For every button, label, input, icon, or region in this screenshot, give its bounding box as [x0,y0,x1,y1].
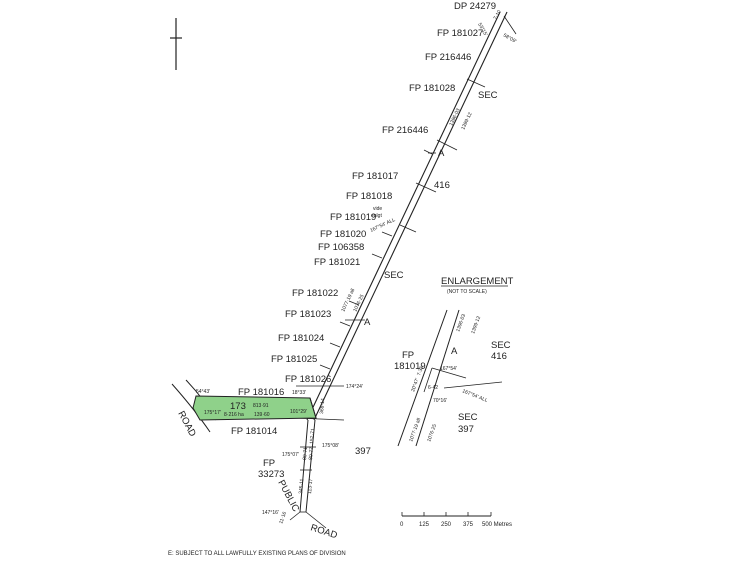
section-label-sec-mid: SEC [384,270,404,281]
bearing-101-29: 101°29' [290,409,307,415]
enlargement-sec-416-number: 416 [491,351,507,362]
bearing-58-09: 58°09' [502,33,517,45]
north-arrow [170,18,182,70]
enlargement-dim-1399-12: 1399·12 [470,315,482,335]
parcel-fp-181025: FP 181025 [271,354,317,365]
enlargement-sec-416-label: SEC [491,340,511,351]
lot-number: 173 [230,401,246,412]
parcel-fp-216446-b: FP 216446 [382,125,428,136]
parcel-fp-181028: FP 181028 [409,83,455,94]
boundary-a-upper: A [438,148,445,159]
dim-1399-12: 1399·12 [460,111,473,130]
scale-tick-250: 250 [441,522,452,528]
note-enlgt: enlgt [371,213,382,219]
road-label-west: ROAD [175,409,198,439]
lot-dim-south: 139·60 [254,412,270,418]
bearing-54-43: 54°43' [196,389,210,395]
bearing-175-17: 175°17' [204,410,221,416]
dim-113-17: 113·17 [307,478,314,494]
enlargement-dim-1076-25: 1076·25 [426,423,438,443]
lot-dim-north: 813·91 [253,403,269,409]
bearing-18-33: 18°33' [292,390,306,396]
road-label-south: ROAD [309,522,339,541]
boundary-ticks [295,78,486,471]
dim-7-10: 7·10 [493,9,503,21]
parcel-fp-181024: FP 181024 [278,333,324,344]
enlargement-bearing-20-47: 20°47' [410,377,420,392]
parcel-fp-216446-a: FP 216446 [425,52,471,63]
enlargement-dim-1396-03: 1396·03 [455,313,467,333]
scale-tick-500-metres: 500 Metres [482,522,512,528]
dim-11-16: 11·16 [278,511,288,525]
enlargement-dim-1077-19-all: 1077·19 all [408,417,422,442]
enlargement-a: A [451,346,458,357]
enlargement-sec-397-label: SEC [458,412,478,423]
dim-80-71: 80·71 [302,447,309,460]
enlargement-inset [397,309,503,447]
enlargement-fp: FP [402,350,414,361]
parcel-fp-181017: FP 181017 [352,171,398,182]
enlargement-bearing-70-16: 70°16' [433,398,447,404]
bearing-175-08: 175°08' [322,443,339,449]
strip-boundary [289,11,517,529]
dim-345-11: 345·11 [298,478,305,494]
parcel-fp-181022: FP 181022 [292,288,338,299]
dim-80-77: 80·77 [308,447,315,460]
parcel-fp-33273-prefix: FP [263,458,275,469]
scale-bar [401,512,492,517]
scale-tick-125: 125 [419,522,430,528]
parcel-fp-33273-number: 33273 [258,469,284,480]
scale-tick-0: 0 [400,522,404,528]
enlargement-sec-397-number: 397 [458,424,474,435]
parcel-fp-181016: FP 181016 [238,387,284,398]
dim-368-14: 368·14 [319,398,326,414]
parcel-fp-181018: FP 181018 [346,191,392,202]
enlargement-title: ENLARGEMENT [441,276,514,287]
section-number-397: 397 [355,446,371,457]
parcel-fp-181019: FP 181019 [330,212,376,223]
section-label-sec-top: SEC [478,90,498,101]
parcel-fp-181014: FP 181014 [231,426,277,437]
parcel-fp-181023: FP 181023 [285,309,331,320]
parcel-fp-181026: FP 181026 [285,374,331,385]
lot-173-highlight [192,395,317,421]
dim-152-71: 152·71 [309,428,316,444]
footer-note: E: SUBJECT TO ALL LAWFULLY EXISTING PLAN… [168,551,346,557]
parcel-fp-181027: FP 181027 [437,28,483,39]
bearing-175-07: 175°07' [282,452,299,458]
enlargement-dim-7-35: 7·35 [416,365,425,377]
note-vide: vide [373,206,382,212]
parcel-fp-181021: FP 181021 [314,257,360,268]
parcel-dp-24279: DP 24279 [454,1,496,12]
enlargement-bearing-167-54-all: 167°54' ALL [461,388,488,404]
enlargement-bearing-167-54: 167°54' [440,366,457,372]
scale-tick-375: 375 [463,522,474,528]
parcel-fp-106358: FP 106358 [318,242,364,253]
bearing-174-24: 174°24' [346,384,363,390]
parcel-fp-181020: FP 181020 [320,229,366,240]
enlargement-fp-number: 181019 [394,361,426,372]
boundary-a-lower: A [364,317,371,328]
enlargement-subtitle: (NOT TO SCALE) [447,289,487,295]
lot-area: 8·216 ha [224,412,244,418]
road-label-public: PUBLIC [275,478,301,514]
bearing-147-16: 147°16' [262,510,279,516]
section-number-416: 416 [434,180,450,191]
enlargement-dim-6-42: 6·42 [428,385,438,391]
